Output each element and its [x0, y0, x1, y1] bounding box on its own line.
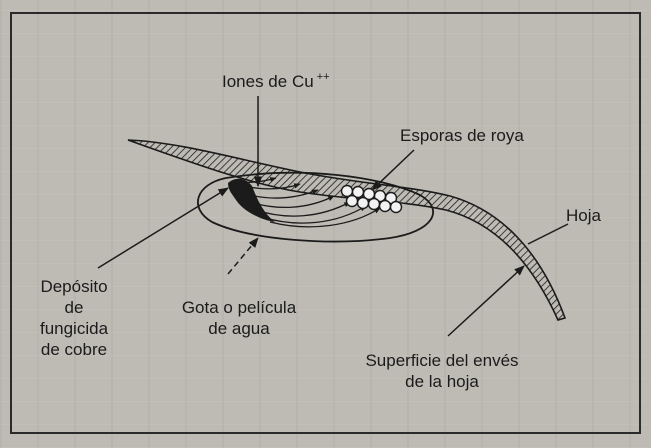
- label-cu-ions-text: Iones de Cu: [222, 72, 314, 91]
- surface-leader: [447, 265, 525, 337]
- label-copper-deposit-line1: Depósito: [40, 277, 108, 296]
- deposit-leader: [97, 187, 229, 269]
- label-copper-deposit-line4: de cobre: [40, 340, 108, 359]
- label-leaf-underside: Superficie del envés de la hoja: [352, 350, 532, 392]
- leaf-blade-shape: [127, 139, 567, 321]
- label-copper-deposit-line2: de: [64, 298, 84, 317]
- label-leaf-underside-line1: Superficie del envés: [365, 351, 519, 370]
- copper-deposit-shape: [228, 178, 275, 222]
- label-water-drop-line2: de agua: [208, 319, 270, 338]
- label-water-drop: Gota o película de agua: [164, 297, 314, 339]
- label-leaf-underside-line2: de la hoja: [405, 372, 479, 391]
- rust-spores: [340, 184, 403, 214]
- label-cu-ions: Iones de Cu++: [222, 71, 330, 95]
- water-drop-shape: [197, 171, 434, 243]
- label-rust-spores: Esporas de roya: [400, 126, 524, 145]
- diagram-frame: [10, 12, 641, 434]
- leaf-leader: [527, 223, 569, 245]
- label-copper-deposit: Depósito de fungicida de cobre: [22, 276, 126, 360]
- label-cu-ions-charge: ++: [316, 71, 330, 83]
- label-copper-deposit-line3: fungicida: [39, 319, 109, 338]
- spores-leader: [371, 149, 415, 191]
- drop-leader: [227, 237, 259, 275]
- label-leaf: Hoja: [566, 206, 601, 225]
- label-water-drop-line1: Gota o película: [181, 298, 297, 317]
